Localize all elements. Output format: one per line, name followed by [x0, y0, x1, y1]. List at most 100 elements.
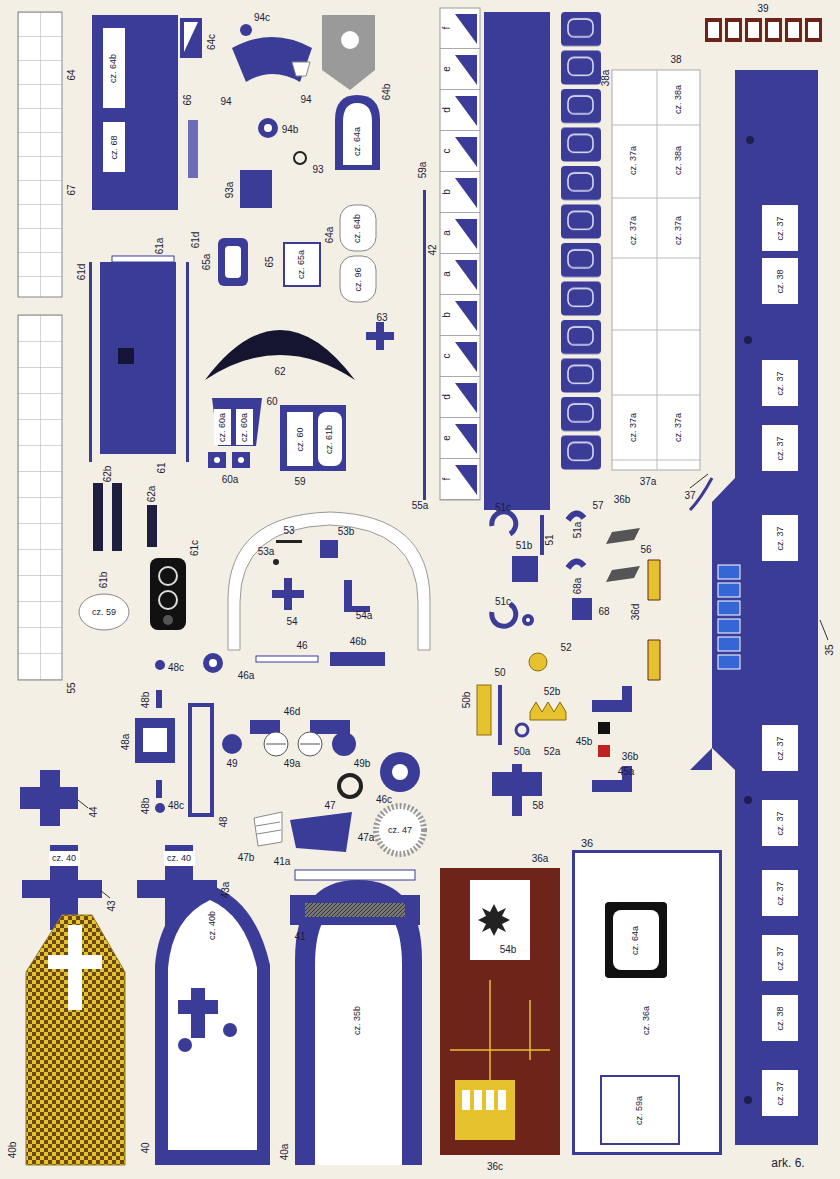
part-35 — [744, 336, 752, 344]
part-reference: cz. 38 — [775, 1006, 784, 1030]
callout-number: 64c — [207, 34, 217, 50]
part-field: cz. 40 — [49, 851, 80, 866]
part-field: cz. 64b — [103, 28, 125, 108]
callout-number: 41a — [274, 857, 291, 867]
callout-number: 54a — [356, 611, 373, 621]
part-reference: cz. 35b — [354, 1005, 363, 1034]
part-42 — [484, 12, 550, 510]
callout-number: 40 — [141, 1142, 151, 1153]
part-40 — [168, 900, 257, 1150]
part-55a — [276, 540, 302, 543]
callout-number: 57 — [592, 501, 603, 511]
callout-number: 94b — [282, 125, 299, 135]
middle-small-parts — [332, 732, 356, 756]
part-55a — [320, 540, 338, 558]
part-39 — [785, 18, 802, 42]
part-51 — [568, 561, 584, 568]
part-42 — [423, 190, 426, 500]
top-small-parts — [343, 103, 372, 165]
part-39 — [728, 22, 739, 38]
callout-number: 59a — [418, 162, 428, 179]
top-small-parts — [218, 238, 248, 286]
callout-number: 60 — [266, 397, 277, 407]
callout-number: 55a — [412, 501, 429, 511]
part-38 — [612, 70, 700, 470]
callout-number: 40a — [280, 1144, 290, 1161]
callout-number: 61d — [77, 264, 87, 281]
callout-number: 53 — [283, 526, 294, 536]
callout-number: 50b — [462, 692, 472, 709]
top-small-parts — [340, 205, 376, 251]
callout-number: 35 — [825, 644, 835, 655]
part-40 — [223, 1023, 237, 1037]
callout-number: 94c — [254, 13, 270, 23]
part-52 — [598, 722, 610, 734]
callout-number: 50 — [494, 668, 505, 678]
part-field: cz. 37a — [615, 400, 653, 455]
part-42 — [423, 8, 550, 510]
callout-number: 52b — [544, 687, 561, 697]
part-39 — [705, 18, 822, 42]
leader-line — [78, 474, 828, 898]
callout-number: e — [442, 66, 452, 72]
callout-number: 61a — [155, 238, 165, 255]
callout-number: 38 — [670, 55, 681, 65]
part-field: cz. 37a — [660, 205, 698, 255]
part-reference: cz. 37a — [630, 145, 639, 174]
part-36a — [455, 1080, 515, 1140]
callout-number: 93 — [312, 165, 323, 175]
part-35 — [718, 619, 740, 633]
part-reference: cz. 37 — [775, 1081, 784, 1105]
part-51 — [606, 528, 640, 582]
middle-small-parts — [135, 718, 175, 763]
part-reference: cz. 37 — [775, 811, 784, 835]
part-field: cz. 59a — [600, 1075, 680, 1145]
middle-small-parts — [256, 822, 281, 834]
callout-number: 36a — [532, 854, 549, 864]
callout-number: 43 — [107, 900, 117, 911]
callout-number: 66 — [183, 94, 193, 105]
callout-number: 61d — [191, 232, 201, 249]
callout-number: f — [442, 27, 452, 30]
part-reference: cz. 37 — [775, 526, 784, 550]
middle-small-parts — [222, 734, 242, 754]
callout-number: 67 — [67, 184, 77, 195]
top-small-parts — [366, 322, 394, 350]
part-51 — [512, 556, 538, 582]
part-field: cz. 96 — [342, 259, 374, 299]
callout-number: c — [442, 149, 452, 154]
part-61 — [118, 348, 134, 364]
callout-number: 61c — [190, 540, 200, 556]
part-38 — [612, 70, 700, 470]
middle-small-parts — [330, 652, 385, 666]
part-61 — [186, 262, 189, 462]
part-40b — [26, 915, 125, 1165]
part-35 — [718, 565, 740, 579]
part-reference: cz. 59 — [92, 608, 116, 617]
part-field: cz. 35b — [338, 990, 378, 1050]
part-field: cz. 59 — [82, 598, 126, 626]
part-61 — [159, 567, 177, 585]
part-field: cz. 37 — [762, 1070, 798, 1116]
part-36a — [440, 868, 560, 1155]
callout-number: e — [442, 435, 452, 441]
top-small-parts — [264, 124, 272, 132]
callout-number: 94 — [220, 97, 231, 107]
callout-number: 36b — [622, 752, 639, 762]
callout-number: 68a — [573, 578, 583, 595]
part-reference: cz. 37 — [775, 881, 784, 905]
callout-number: f — [442, 478, 452, 481]
middle-small-parts — [376, 806, 424, 854]
callout-number: 39 — [757, 4, 768, 14]
callout-number: 61 — [157, 462, 167, 473]
callout-number: 94 — [300, 95, 311, 105]
part-52 — [477, 653, 632, 816]
part-reference: cz. 40b — [209, 910, 218, 939]
callout-number: 37 — [684, 491, 695, 501]
callout-number: 42 — [428, 244, 438, 255]
part-39 — [765, 18, 782, 42]
middle-small-parts — [300, 744, 320, 745]
callout-number: 49b — [354, 759, 371, 769]
callout-number: 48a — [121, 734, 131, 751]
part-field: cz. 37 — [762, 360, 798, 406]
